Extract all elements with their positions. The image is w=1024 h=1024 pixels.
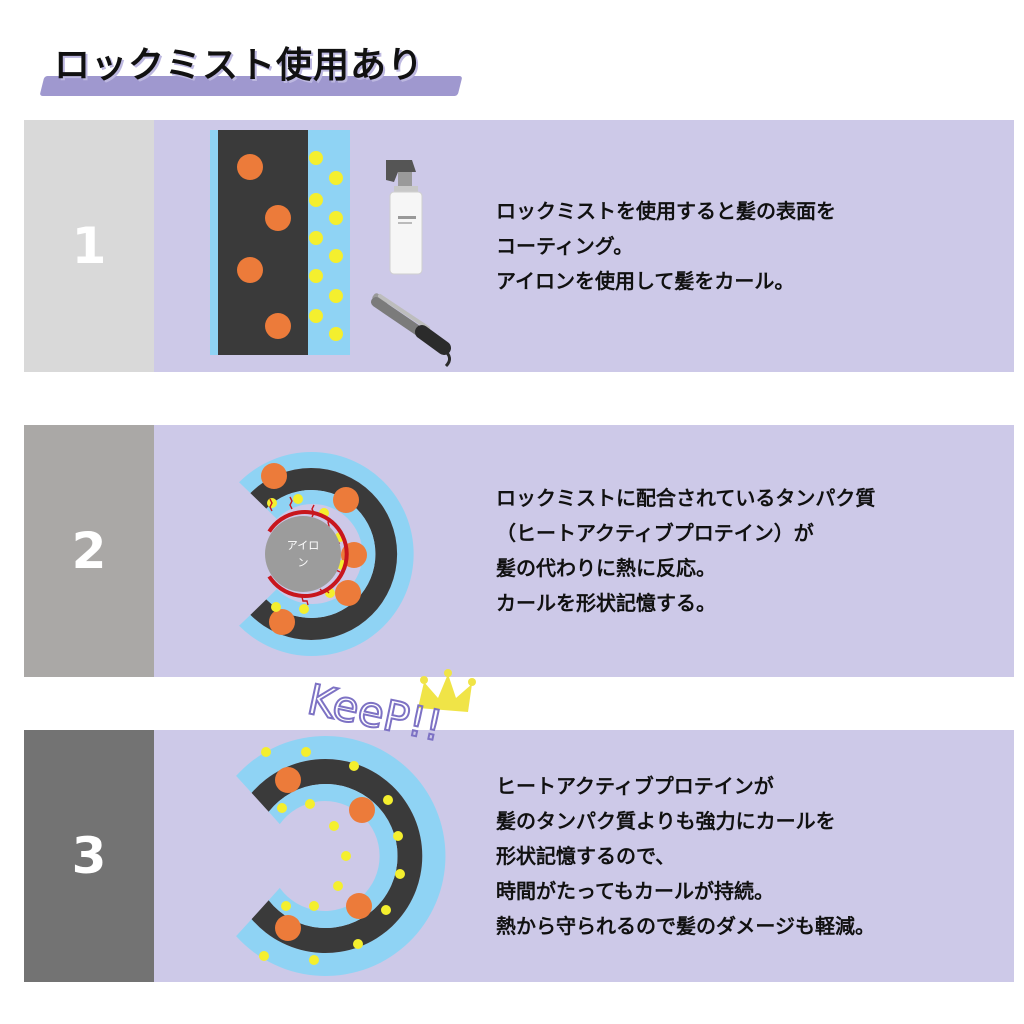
- description-line: 髪の代わりに熱に反応。: [496, 556, 716, 580]
- step-3: 3: [24, 730, 1014, 982]
- description-line: 時間がたってもカールが持続。: [496, 878, 774, 903]
- curl-heat-illustration: アイロ ン: [239, 452, 414, 656]
- iron-label: アイロ: [287, 539, 319, 552]
- description-line: 髪のタンパク質よりも強力にカールを: [496, 808, 836, 833]
- outer-coating: [239, 452, 414, 656]
- protein-dots: [309, 151, 343, 341]
- dot: [265, 205, 291, 231]
- outer-coating: [236, 736, 446, 976]
- hair-dots: [275, 767, 375, 941]
- dot: [265, 313, 291, 339]
- page-title: ロックミスト使用あり: [54, 45, 425, 86]
- step-panel: ヒートアクティブプロテインが 髪のタンパク質よりも強力にカールを 形状記憶するの…: [154, 730, 1014, 982]
- description-line: コーティング。: [496, 233, 634, 258]
- curling-iron-icon: [371, 293, 451, 368]
- step-number: 3: [71, 827, 107, 885]
- description-line: 熱から守られるので髪のダメージも軽減。: [496, 913, 875, 938]
- dot: [237, 257, 263, 283]
- step-description: ヒートアクティブプロテインが 髪のタンパク質よりも強力にカールを 形状記憶するの…: [496, 730, 996, 982]
- description-line: 形状記憶するので、: [496, 843, 676, 868]
- description-line: アイロンを使用して髪をカール。: [496, 268, 795, 293]
- step-number-box: 2: [24, 425, 154, 677]
- step-number: 2: [71, 522, 107, 580]
- step-number-box: 3: [24, 730, 154, 982]
- hair-dots: [261, 463, 367, 635]
- iron-icon: [265, 516, 341, 592]
- spray-bottle-icon: [386, 160, 423, 275]
- step-description: ロックミストに配合されているタンパク質 （ヒートアクティブプロテイン）が 髪の代…: [496, 425, 996, 677]
- description-line: ロックミストに配合されているタンパク質: [496, 486, 876, 510]
- dot: [237, 154, 263, 180]
- protein-dots: [259, 747, 405, 965]
- description-line: （ヒートアクティブプロテイン）が: [496, 521, 814, 545]
- curled-hair: [251, 759, 423, 953]
- title-area: ロックミスト使用あり: [39, 28, 470, 100]
- step-number: 1: [71, 217, 107, 275]
- keep-callout: KeeP!!: [302, 669, 476, 752]
- kept-curl-illustration: [236, 736, 446, 976]
- hair-coating-illustration: [210, 130, 451, 368]
- description-line: ロックミストを使用すると髪の表面を: [496, 198, 836, 223]
- hair-strand: [218, 130, 308, 355]
- step-2: 2: [24, 425, 1014, 677]
- step-number-box: 1: [24, 120, 154, 372]
- hair-dots: [237, 154, 291, 339]
- iron-label: ン: [298, 556, 309, 569]
- step-panel: アイロ ン ロックミストに配合されているタンパク質 （ヒートアクティブプロテイン…: [154, 425, 1014, 677]
- description-line: ヒートアクティブプロテインが: [496, 773, 774, 798]
- curled-hair: [250, 468, 398, 640]
- crown-icon: [418, 669, 476, 712]
- heated-iron-edge: [267, 510, 349, 598]
- step-panel: ロックミストを使用すると髪の表面を コーティング。 アイロンを使用して髪をカール…: [154, 120, 1014, 372]
- step-1: 1: [24, 120, 1014, 372]
- step-description: ロックミストを使用すると髪の表面を コーティング。 アイロンを使用して髪をカール…: [496, 120, 996, 372]
- description-line: カールを形状記憶する。: [496, 591, 716, 615]
